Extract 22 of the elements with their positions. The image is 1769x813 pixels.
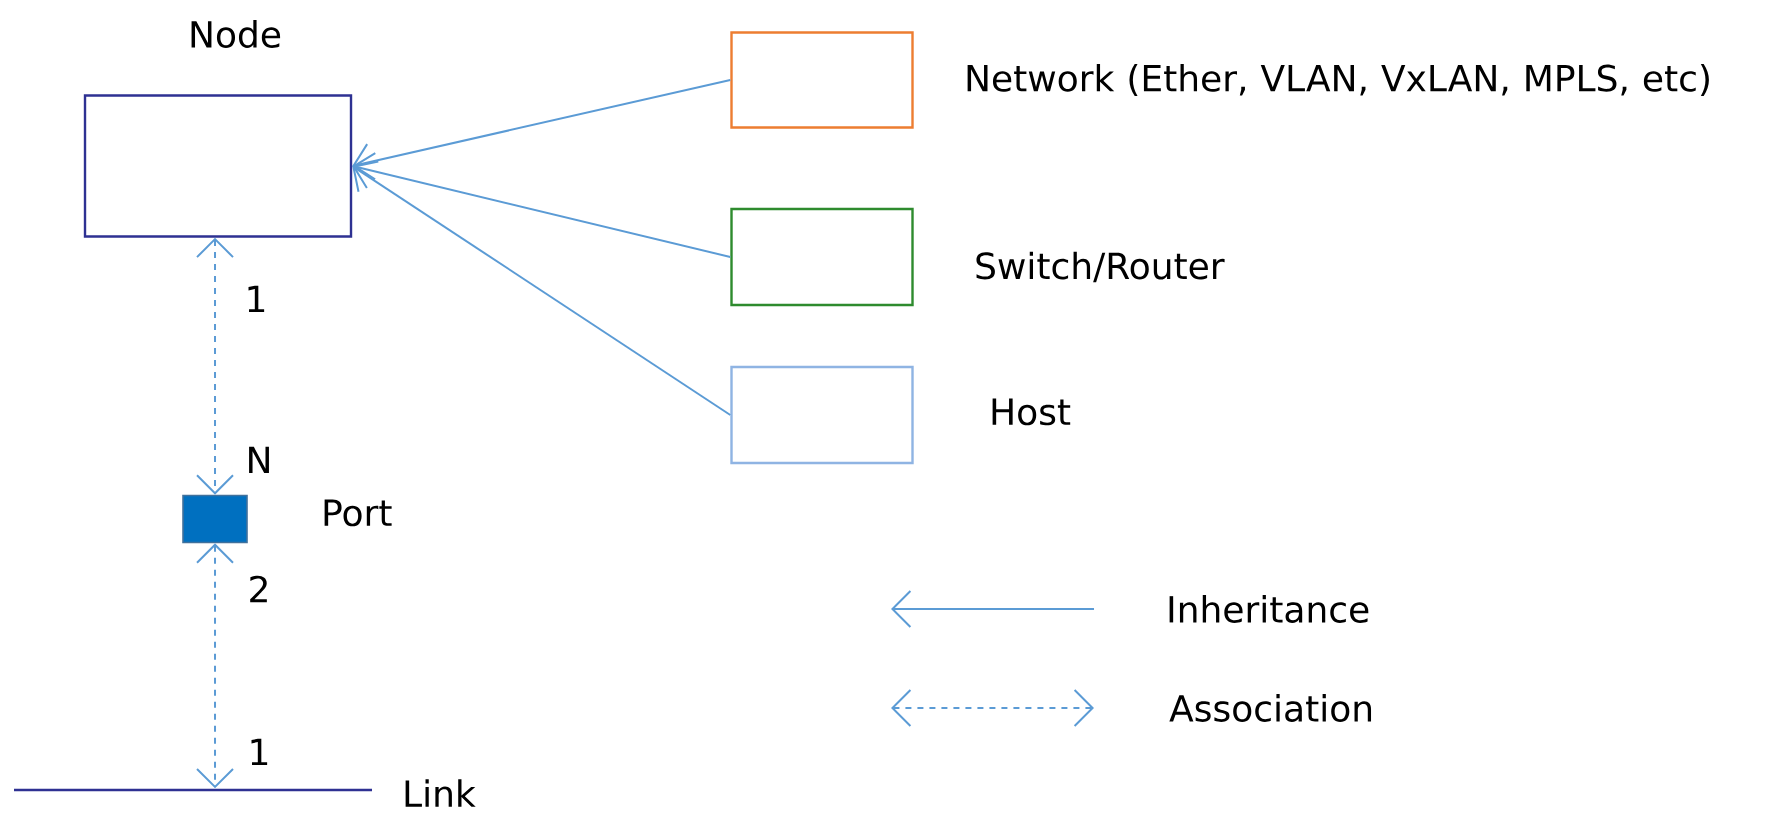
class-box [730,365,914,465]
node-label: Link [405,779,476,807]
node-label: Network (Ether, VLAN, VxLAN, MPLS, etc) [967,63,1709,97]
legend-label: Association [1169,694,1372,722]
multiplicity-label: 1 [248,285,265,313]
link-line [14,788,372,792]
node-title: Node [191,20,281,48]
multiplicity-label: 2 [250,575,267,603]
class-box [730,207,914,307]
node-label: Host [992,398,1071,426]
association-arrow [196,237,234,495]
inheritance-arrow [352,160,732,416]
port-square [182,494,248,544]
class-box [730,31,914,129]
inheritance-arrow [352,152,732,258]
node-label: Switch/Router [976,251,1225,283]
association-arrow [196,543,234,789]
inheritance-arrow [352,79,732,181]
class-box [83,94,353,238]
legend-label: Inheritance [1169,595,1369,623]
node-label: Port [324,499,392,527]
multiplicity-label: N [249,446,269,474]
